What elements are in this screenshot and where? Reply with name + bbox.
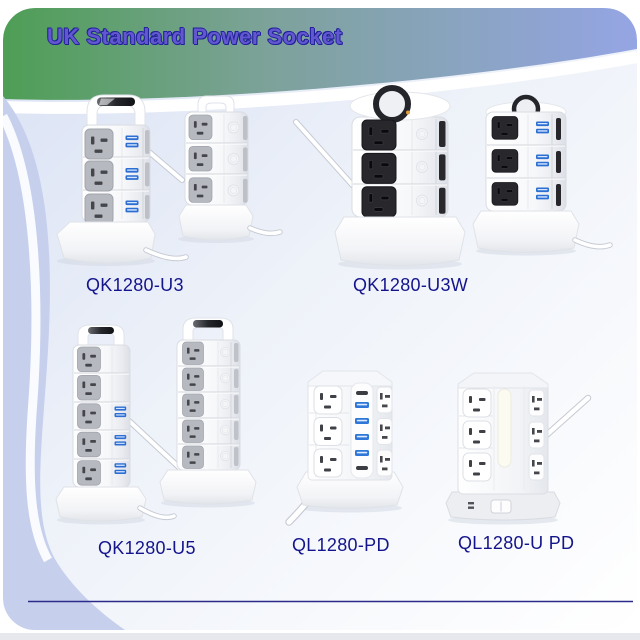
power-cable [138, 506, 176, 520]
handle-insert [193, 320, 223, 328]
tower-white-led [445, 372, 561, 521]
led-strip [497, 388, 512, 468]
product-image-qk1280-u3 [56, 94, 283, 266]
power-cable [248, 226, 282, 236]
handle-insert [88, 327, 114, 334]
tower-small-gray [178, 95, 283, 241]
base [472, 210, 580, 253]
tower-main-gray-usb [56, 94, 189, 264]
tower-white-pd [296, 370, 404, 509]
usb-port [468, 506, 474, 509]
top-cap [307, 370, 393, 387]
usb-c-port [356, 391, 368, 395]
usb-column [350, 382, 374, 479]
product-label-qk1280-u3: QK1280-U3 [86, 275, 184, 295]
base [334, 216, 466, 266]
wireless-charge-ring [373, 85, 411, 123]
tower-small-black-usb [472, 94, 613, 253]
product-label-ql1280-u-pd: QL1280-U PD [458, 533, 575, 553]
tower-left-gray-usb-5layer [55, 324, 177, 522]
power-cable [144, 248, 188, 261]
bottom-strip [0, 633, 640, 640]
power-cable [124, 416, 186, 474]
tower-right-gray-5layer [159, 317, 257, 505]
product-label-qk1280-u5: QK1280-U5 [98, 538, 196, 558]
product-label-ql1280-pd: QL1280-PD [292, 535, 390, 555]
product-image-ql1280-pd [285, 370, 404, 526]
tower-main-black-wireless [334, 85, 466, 266]
base [178, 204, 254, 241]
top-cap [457, 372, 549, 389]
left-swoosh-highlight [3, 113, 52, 563]
page-title: UK Standard Power Socket [47, 24, 343, 49]
product-label-qk1280-u3w: QK1280-U3W [353, 275, 469, 295]
base [296, 471, 404, 509]
base [159, 469, 257, 505]
product-image-qk1280-u3w [293, 85, 613, 270]
base [55, 486, 147, 522]
base [56, 221, 156, 264]
product-image-ql1280-u-pd [445, 372, 592, 525]
usb-port [468, 502, 474, 505]
power-cable [573, 238, 612, 249]
banner [3, 8, 637, 100]
product-image-qk1280-u5 [55, 317, 257, 525]
usb-c-port [356, 466, 368, 470]
indicator-led [406, 110, 410, 115]
